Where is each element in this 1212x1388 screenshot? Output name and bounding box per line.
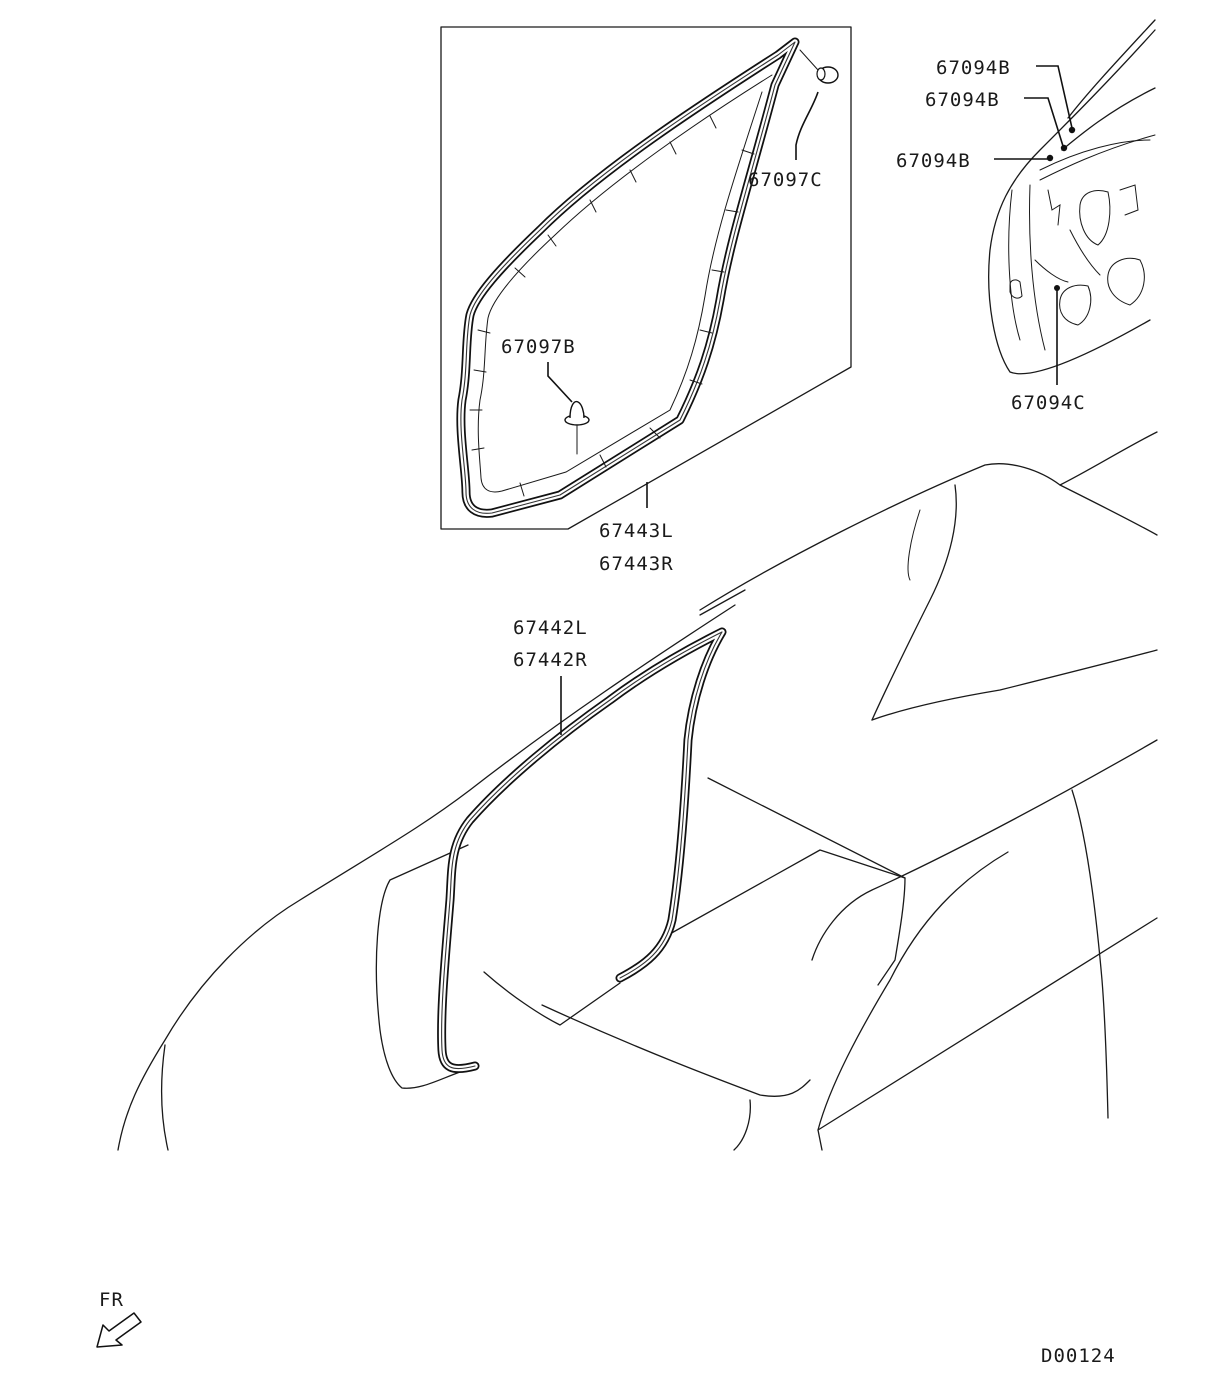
label-67094b-3: 67094B: [896, 150, 971, 172]
label-67094b-1: 67094B: [936, 57, 1011, 79]
label-67094b-2: 67094B: [925, 89, 1000, 111]
door-seal-67443: [456, 37, 800, 518]
clip-67097b-icon: [564, 400, 590, 455]
rivet-dot: [1060, 144, 1068, 152]
direction-label: FR: [99, 1289, 124, 1311]
label-67443r: 67443R: [599, 553, 674, 575]
vehicle-body: [117, 431, 1158, 1151]
label-67097b: 67097B: [501, 336, 576, 358]
front-arrow-icon: [96, 1312, 142, 1348]
inset-door-weatherstrip: [440, 26, 852, 530]
label-67094c: 67094C: [1011, 392, 1086, 414]
label-67442r: 67442R: [513, 649, 588, 671]
pillar-detail: [988, 19, 1156, 385]
label-67097c: 67097C: [748, 169, 823, 191]
inset-frame: [440, 26, 852, 530]
label-67443l: 67443L: [599, 520, 674, 542]
door-seal-inner-flange: [477, 74, 773, 493]
clip-67097c-icon: [799, 49, 839, 84]
drawing-number: D00124: [1041, 1345, 1116, 1367]
label-67442l: 67442L: [513, 617, 588, 639]
rivet-dot: [1068, 126, 1076, 134]
flange-ticks: [469, 115, 755, 497]
rivet-dot: [1046, 154, 1054, 162]
rivet-dot: [1054, 285, 1060, 291]
